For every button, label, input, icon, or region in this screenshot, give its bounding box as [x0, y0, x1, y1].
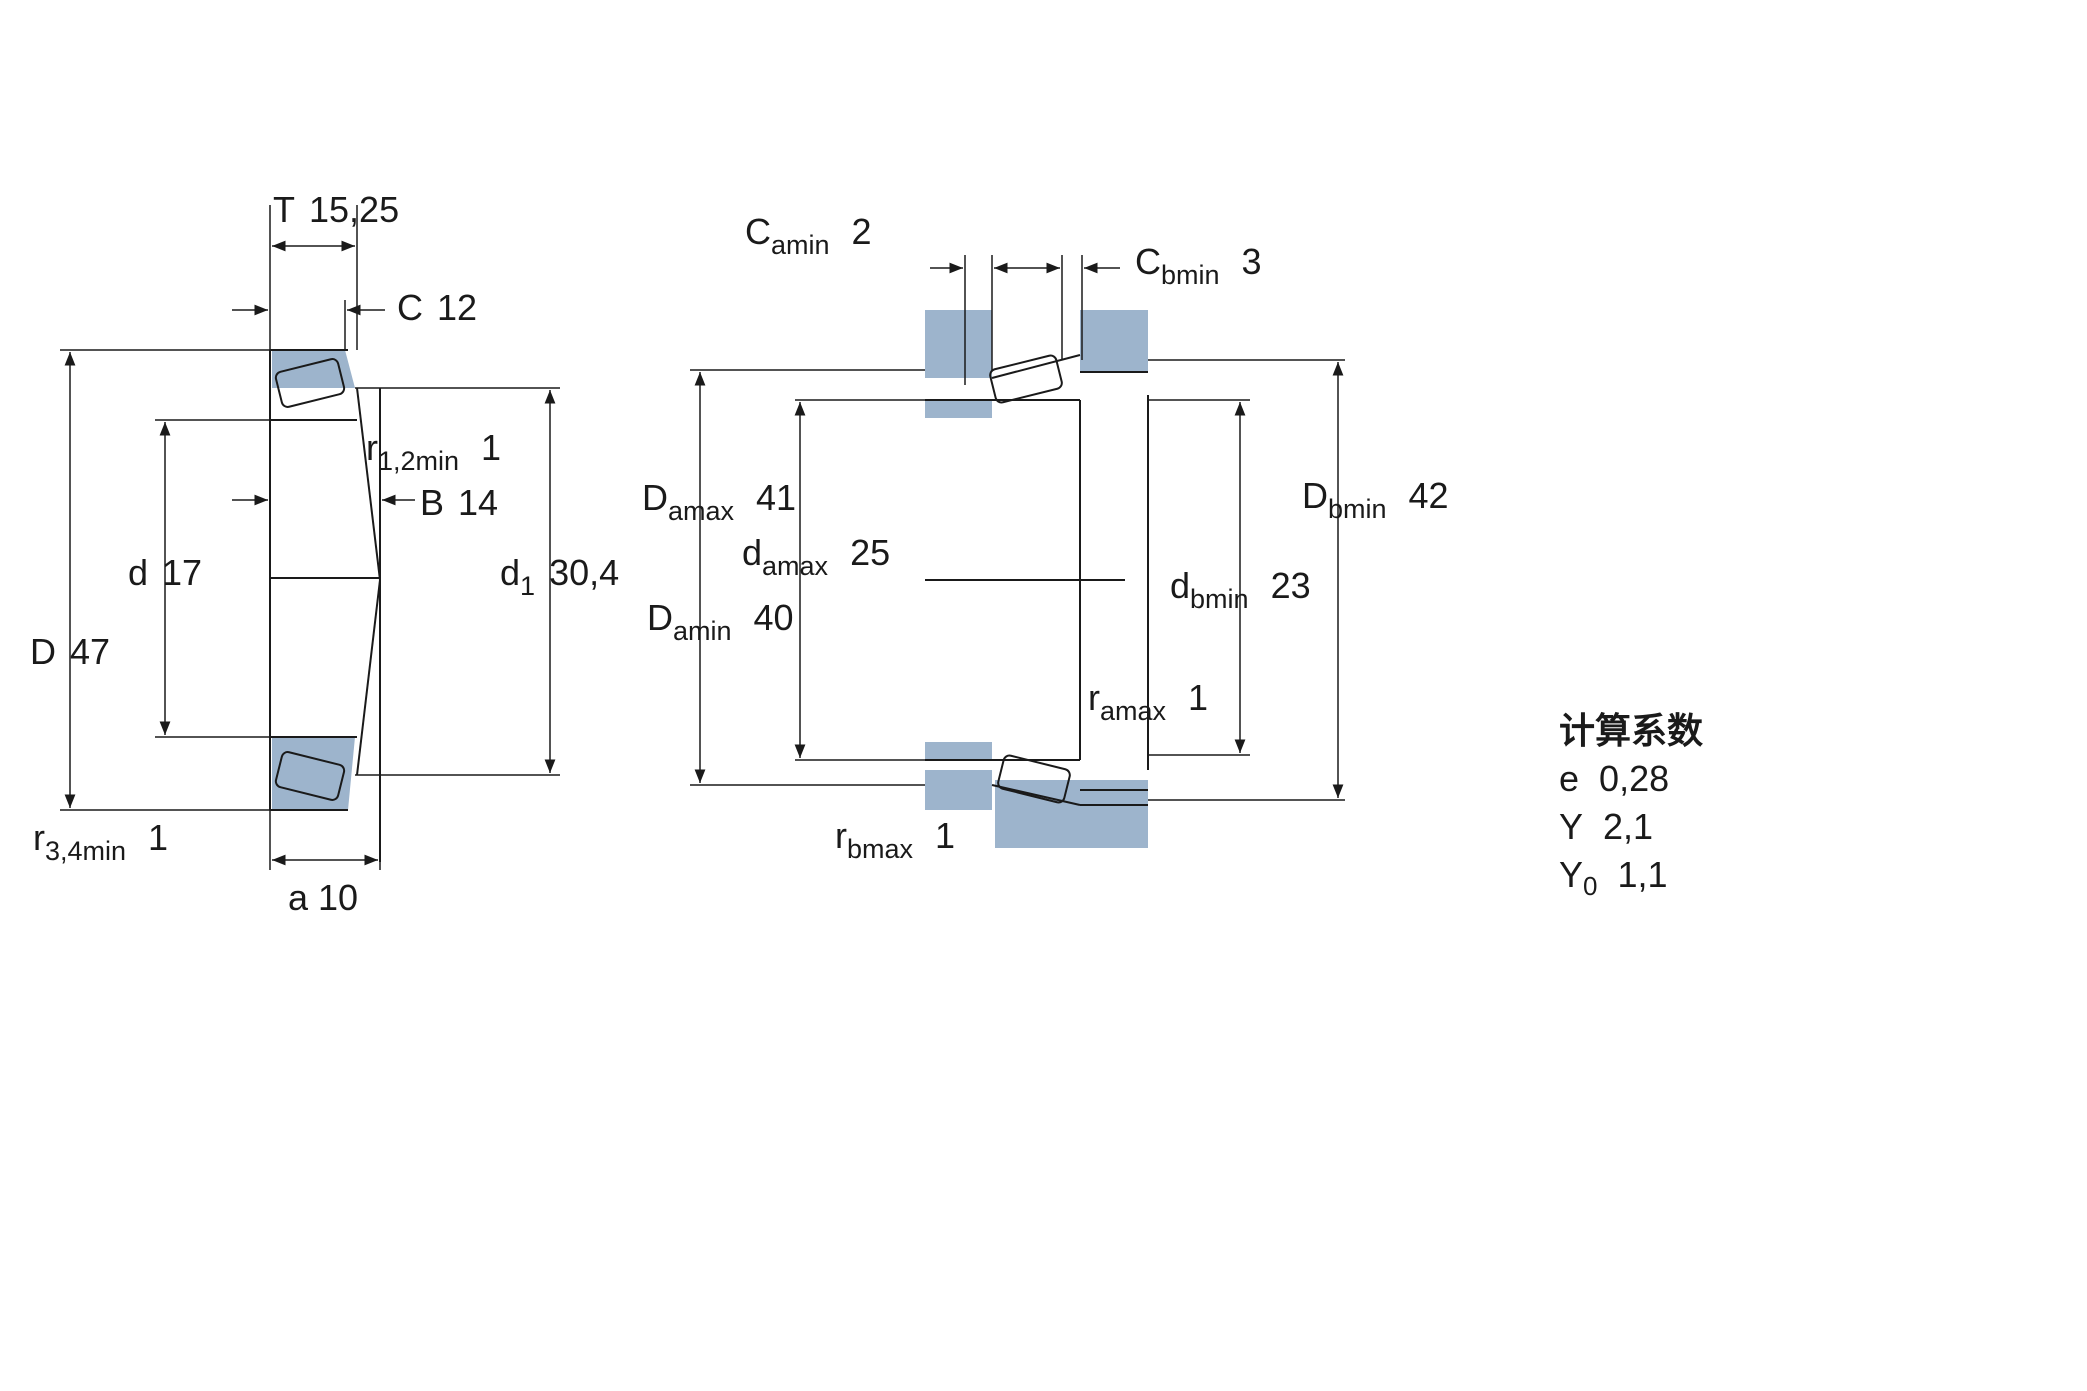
mounting-arrangement	[925, 310, 1149, 848]
calc-factor-y: Y 2,1	[1559, 806, 1654, 847]
calc-factor-e: e 0,28	[1559, 758, 1670, 799]
bearing-cross-section	[269, 349, 381, 862]
left-extension-lines	[60, 205, 560, 870]
calculation-factors: 计算系数 e 0,28 Y 2,1 Y0 1,1	[1559, 707, 1703, 910]
right-dimension-lines	[694, 262, 1344, 798]
left-dimension-lines	[64, 240, 556, 866]
calc-factors-title: 计算系数	[1559, 710, 1704, 751]
right-extension-lines	[690, 255, 1345, 801]
calc-factor-y0: Y0 1,1	[1559, 854, 1668, 901]
